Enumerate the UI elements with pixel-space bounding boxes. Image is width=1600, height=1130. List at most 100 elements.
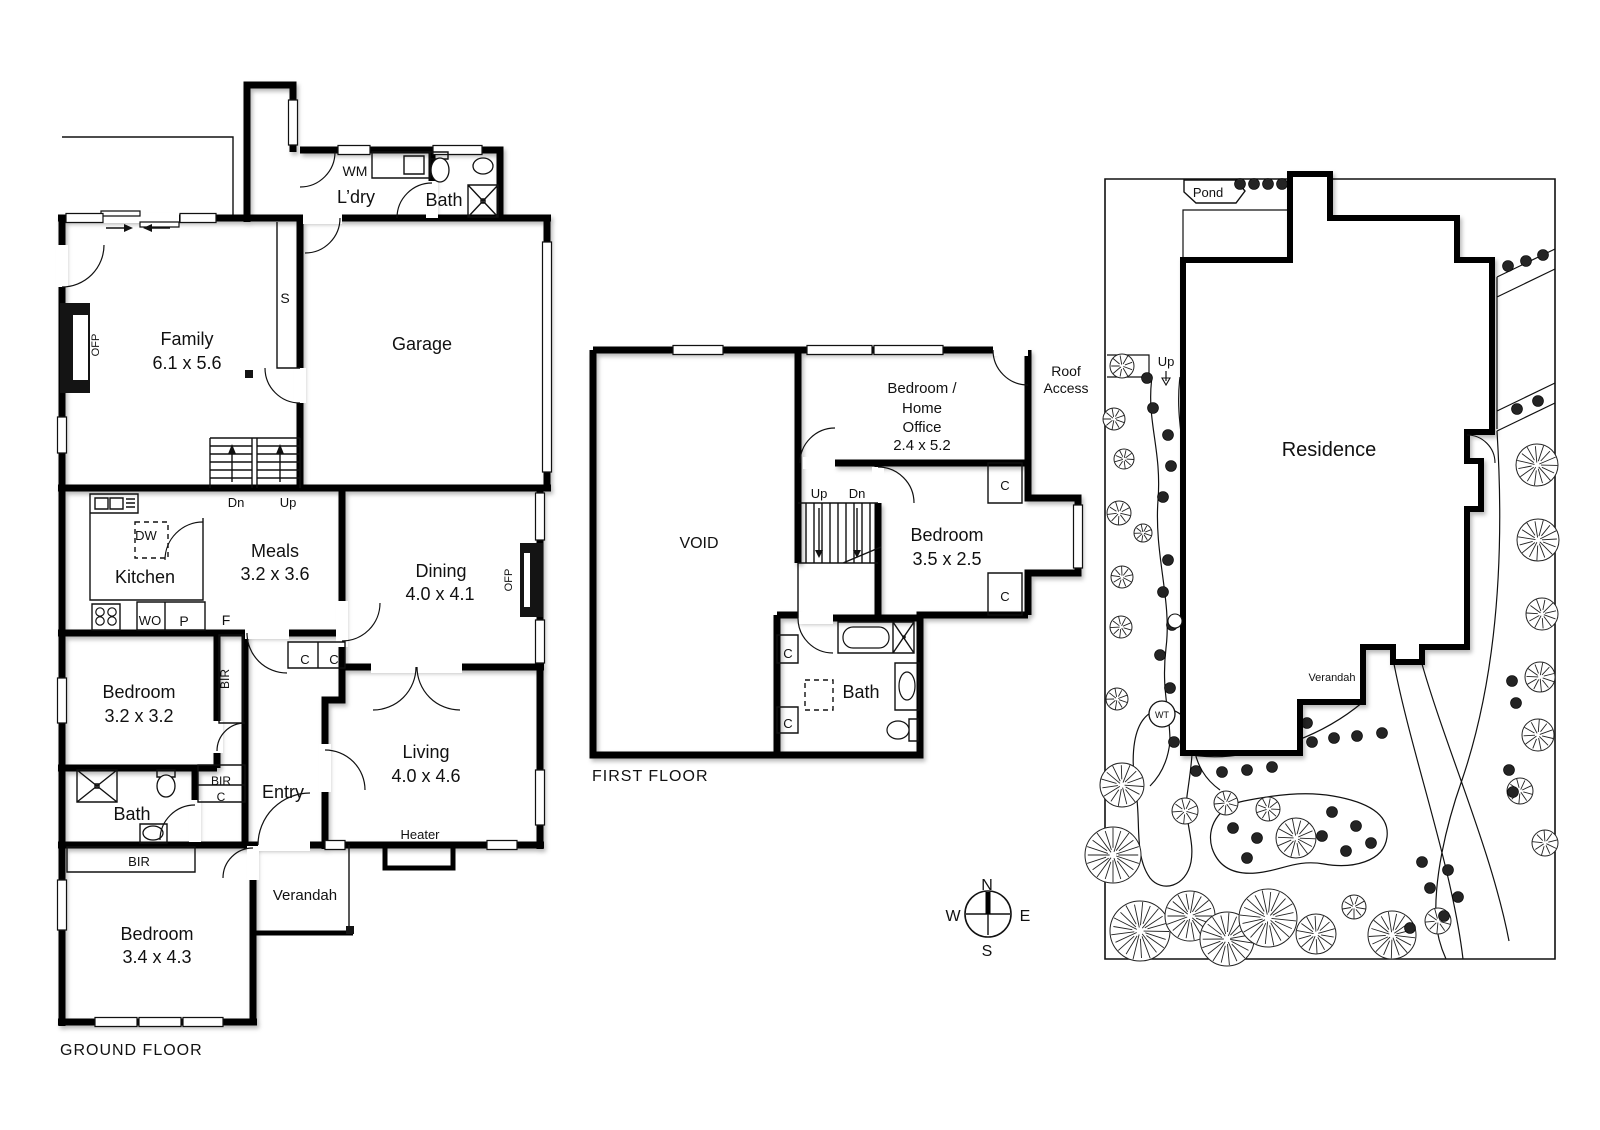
tree-icon	[1106, 500, 1132, 526]
label-bir-bedroom1: BIR	[218, 669, 232, 689]
bush-icon	[1506, 675, 1518, 687]
label-meals: Meals	[251, 541, 299, 561]
label-stairs-dn: Dn	[228, 495, 245, 510]
bush-icon	[1157, 586, 1169, 598]
site-trees	[1084, 353, 1560, 967]
bush-icon	[1162, 429, 1174, 441]
bush-icon	[1141, 372, 1153, 384]
ff-tub-drain	[902, 635, 906, 639]
tree-icon	[1515, 443, 1559, 487]
residence-label: Residence	[1282, 439, 1377, 461]
compass-s: S	[982, 943, 993, 960]
label-ff-dn: Dn	[849, 486, 866, 501]
basin-ground-bath	[142, 825, 164, 841]
label-verandah-ground: Verandah	[273, 887, 337, 904]
bush-icon	[1316, 830, 1328, 842]
bush-icon	[1326, 806, 1338, 818]
bush-icon	[1510, 697, 1522, 709]
label-wm: WM	[343, 163, 368, 179]
label-bir-bedroom3: BIR	[128, 854, 150, 869]
gf-arrow-lines	[106, 227, 281, 482]
label-wt: WT	[1155, 710, 1169, 720]
tree-icon	[1295, 913, 1337, 955]
label-laundry: L’dry	[337, 187, 375, 207]
site-bushes	[1141, 178, 1549, 934]
label-wo: WO	[139, 613, 161, 628]
bush-icon	[1190, 765, 1202, 777]
tree-icon	[1099, 762, 1145, 808]
label-living: Living	[402, 742, 449, 762]
bush-icon	[1537, 249, 1549, 261]
label-living-dim: 4.0 x 4.6	[391, 766, 460, 786]
ff-basin	[898, 671, 916, 701]
ff-arrow-heads	[815, 550, 861, 558]
tree-icon	[1171, 797, 1199, 825]
tree-icon	[1213, 790, 1239, 816]
label-kitchen: Kitchen	[115, 567, 175, 587]
tree-icon	[1109, 615, 1133, 639]
label-bath-ground: Bath	[113, 804, 150, 824]
bush-icon	[1511, 403, 1523, 415]
label-ofp-dining: OFP	[503, 569, 515, 592]
bush-icon	[1438, 910, 1450, 922]
bush-icon	[1507, 786, 1519, 798]
ff-tub-inner	[842, 626, 890, 649]
bush-icon	[1301, 717, 1313, 729]
ground-floor-title: GROUND FLOOR	[60, 1042, 203, 1059]
label-pond: Pond	[1193, 185, 1223, 200]
bush-icon	[1168, 736, 1180, 748]
gf-walls-medium	[253, 845, 456, 936]
toilet-laundry	[430, 157, 450, 183]
bush-icon	[1503, 764, 1515, 776]
bush-icon	[1416, 856, 1428, 868]
label-bedroom1-dim: 3.2 x 3.2	[104, 706, 173, 726]
label-bedroom1: Bedroom	[102, 682, 175, 702]
label-bedroom-office-2: Home	[902, 400, 942, 417]
ff-windows	[672, 344, 1084, 569]
bush-icon	[1376, 727, 1388, 739]
bush-icon	[1442, 864, 1454, 876]
first-floor-title: FIRST FLOOR	[592, 768, 709, 785]
label-ff-closet-1: C	[1000, 478, 1009, 493]
tree-icon	[1275, 817, 1317, 859]
label-closet-hall-2: C	[329, 652, 338, 667]
tree-icon	[1524, 661, 1556, 693]
ff-toilet	[886, 720, 910, 740]
label-entry: Entry	[262, 782, 304, 802]
cooktop-burner-4	[107, 616, 117, 626]
bush-icon	[1424, 882, 1436, 894]
ff-arrow-lines	[818, 508, 858, 550]
bush-icon	[1404, 922, 1416, 934]
tree-icon	[1102, 407, 1126, 431]
bush-icon	[1520, 255, 1532, 267]
basin-laundry-bath	[472, 157, 494, 175]
tree-icon	[1110, 565, 1134, 589]
tree-icon	[1105, 687, 1129, 711]
label-ff-bedroom-dim: 3.5 x 2.5	[912, 549, 981, 569]
tree-icon	[1113, 448, 1135, 470]
tree-icon	[1525, 597, 1559, 631]
bush-icon	[1147, 402, 1159, 414]
bush-icon	[1328, 732, 1340, 744]
water-tank	[1148, 700, 1176, 728]
bush-icon	[1365, 837, 1377, 849]
bush-icon	[1216, 766, 1228, 778]
gf-windows	[56, 99, 553, 1028]
bush-icon	[1276, 178, 1288, 190]
label-bedroom-office-1: Bedroom /	[887, 380, 957, 397]
label-heater: Heater	[400, 827, 440, 842]
tree-icon	[1341, 894, 1367, 920]
label-site-verandah: Verandah	[1308, 672, 1355, 684]
label-ff-up: Up	[811, 486, 828, 501]
compass-e: E	[1020, 908, 1031, 925]
bush-icon	[1227, 822, 1239, 834]
label-site-up: Up	[1158, 354, 1175, 369]
cooktop-burner-3	[95, 616, 105, 626]
label-ff-closet-4: C	[783, 716, 792, 731]
label-void: VOID	[679, 535, 718, 552]
